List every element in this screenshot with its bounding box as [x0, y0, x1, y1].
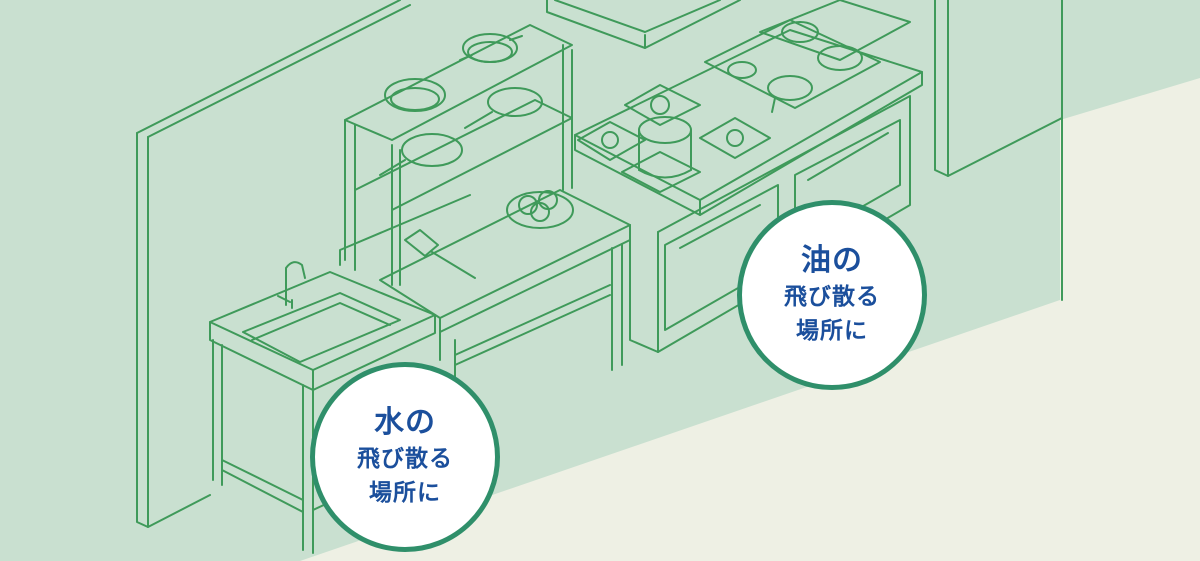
frying-pan-icon	[384, 78, 446, 112]
oil-badge-line3: 場所に	[796, 318, 868, 344]
prep-table	[379, 189, 631, 421]
water-badge-line3: 場所に	[369, 480, 441, 506]
stove-burner-icon	[577, 121, 646, 161]
sink-faucet-icon	[277, 261, 306, 309]
oil-splash-badge: 油の 飛び散る 場所に	[737, 200, 927, 390]
water-splash-badge: 水の 飛び散る 場所に	[310, 362, 500, 552]
frying-pan-icon	[464, 87, 543, 129]
floor-band	[500, 80, 1200, 561]
water-badge-line2: 飛び散る	[357, 446, 453, 472]
spatula-icon	[404, 229, 476, 279]
stove-burner-icon	[624, 84, 701, 126]
stove-burner-icon	[699, 117, 771, 159]
pot-icon	[638, 116, 692, 179]
stove-burner-icon	[704, 19, 881, 109]
shelf-rack	[344, 24, 573, 286]
tall-cabinet	[934, 0, 1063, 301]
back-wall	[136, 0, 411, 528]
frying-pan-icon	[379, 133, 463, 176]
stove-burner-icon	[759, 0, 911, 61]
oil-badge-line1: 油の	[801, 243, 863, 278]
water-badge-line1: 水の	[374, 405, 436, 440]
frying-pan-icon	[767, 75, 813, 113]
range-hood-icon	[546, 0, 741, 49]
vegetable-bowl-icon	[506, 190, 574, 229]
stove-burner-icon	[621, 151, 701, 193]
frying-pan-icon	[459, 33, 523, 63]
oil-badge-line2: 飛び散る	[784, 284, 880, 310]
